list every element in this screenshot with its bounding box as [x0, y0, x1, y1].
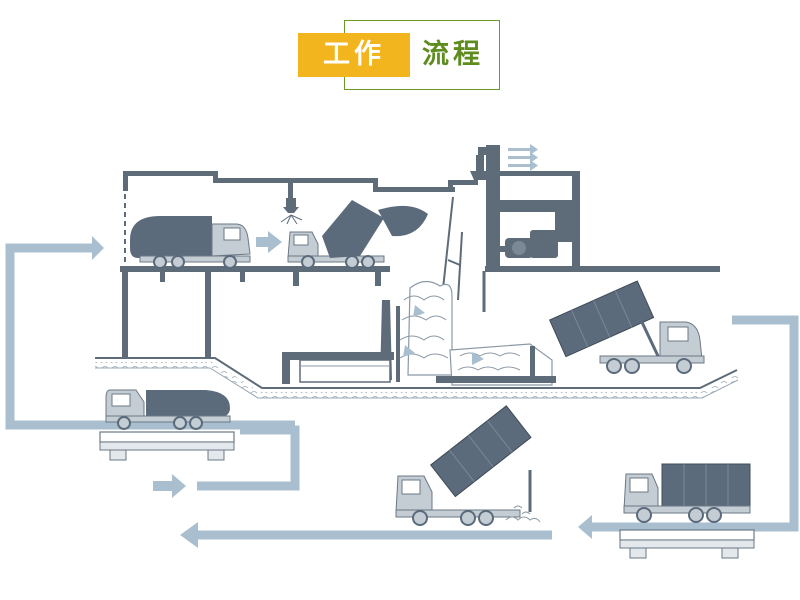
title-part1: 工作 — [323, 39, 385, 70]
exhaust-arrows — [508, 144, 538, 171]
compactor-bin — [436, 343, 556, 386]
hooklift-truck-right — [548, 280, 705, 374]
dump-truck-bottom — [395, 405, 541, 526]
flow-arrows — [5, 144, 799, 548]
flow-arrowhead-right-loop — [578, 515, 592, 539]
flow-arrowhead-upper — [268, 231, 282, 253]
flow-arrowhead-stub — [172, 474, 186, 498]
flow-arrow-return-left — [5, 243, 295, 430]
container-truck-scale — [623, 463, 751, 523]
building-frame — [120, 171, 720, 358]
tipping-truck-upper — [287, 200, 428, 269]
exhaust-system — [470, 145, 572, 271]
title-part2: 流程 — [422, 39, 484, 70]
sprinkler-icon — [280, 198, 303, 225]
grab-crane — [441, 196, 463, 301]
flow-arrow-stub — [153, 481, 173, 491]
flow-arrow-scale-exit — [197, 425, 300, 491]
compactor-truck-scale — [105, 389, 231, 430]
compactor-truck-upper — [130, 216, 251, 269]
flow-arrowhead-bottom — [180, 522, 198, 548]
weighbridge-left — [99, 431, 235, 461]
weighbridge-right — [619, 529, 755, 559]
ground — [95, 357, 739, 399]
flow-arrow-upper — [256, 237, 270, 247]
title-highlight — [298, 33, 410, 77]
flow-arrowhead-up-entry — [92, 236, 104, 260]
conveyor — [282, 352, 394, 384]
flow-arrow-right-loop — [590, 315, 799, 532]
waste-pit — [380, 280, 453, 382]
